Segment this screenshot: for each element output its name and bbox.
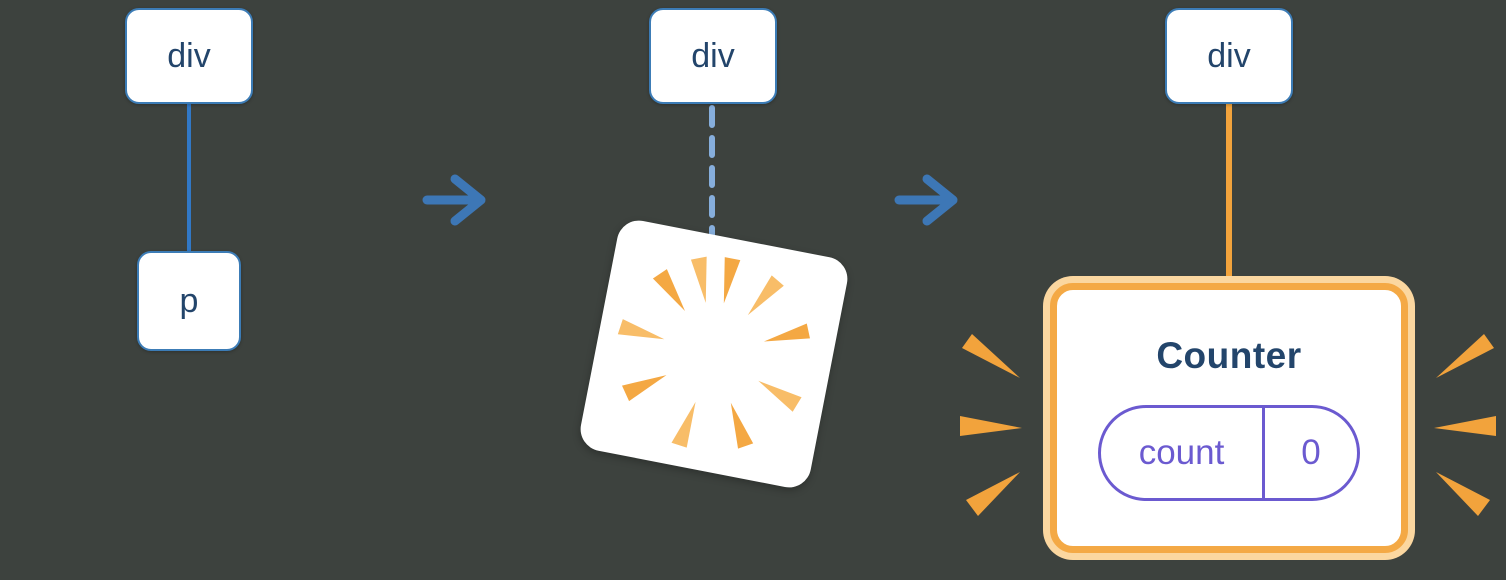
component-card-counter: Counter count 0: [1043, 276, 1415, 560]
emphasis-sparks-right-icon: [1434, 334, 1496, 516]
tree-edge-div-to-p: [187, 102, 191, 254]
state-key-label: count: [1101, 408, 1265, 498]
state-value: 0: [1301, 433, 1321, 472]
dom-node-div-before: div: [125, 8, 253, 104]
arrow-right-icon: [422, 174, 486, 226]
component-title: Counter: [1156, 335, 1302, 376]
arrow-head: [450, 174, 486, 226]
tree-edge-div-to-counter: [1226, 102, 1232, 286]
emphasis-sparks-left-icon: [960, 334, 1022, 516]
arrow-right-icon: [894, 174, 958, 226]
destroyed-node-card: [576, 216, 852, 492]
destruction-burst-icon: [617, 256, 810, 449]
dom-node-div-during: div: [649, 8, 777, 104]
state-pill: count 0: [1098, 405, 1360, 501]
component-card-inner: Counter count 0: [1050, 283, 1408, 553]
dom-node-p: p: [137, 251, 241, 351]
dom-node-div-after: div: [1165, 8, 1293, 104]
tree-edge-dashed: [709, 105, 715, 243]
arrow-head: [922, 174, 958, 226]
